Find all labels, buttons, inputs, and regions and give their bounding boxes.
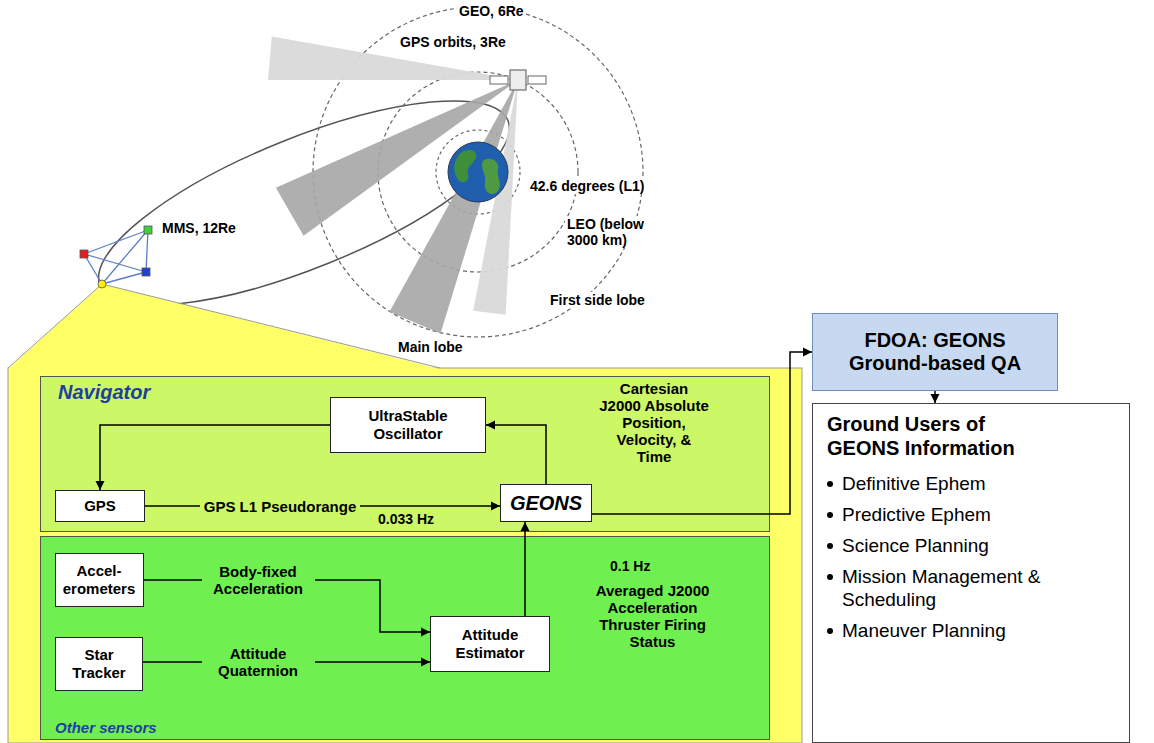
arrow-head: [931, 394, 940, 403]
connector: [96, 425, 331, 490]
main-lobe-beam: [390, 80, 519, 333]
list-item: Science Planning: [842, 534, 989, 557]
panel-title: Navigator: [58, 381, 150, 404]
diagram-label: MMS, 12Re: [160, 220, 238, 236]
bullet-dot: [827, 543, 833, 549]
box-text: Attitude Estimator: [436, 626, 544, 662]
arrow-head: [803, 348, 812, 357]
spacecraft-marker: [98, 280, 106, 288]
diagram-label: Main lobe: [396, 339, 465, 355]
connector: [592, 348, 812, 515]
arrow-head: [421, 658, 430, 667]
formation-line: [146, 230, 148, 272]
edge-label: Attitude Quaternion: [202, 644, 315, 680]
formation-line: [84, 254, 102, 284]
gps-receiver-box: GPS: [55, 490, 145, 522]
panel-title: Other sensors: [55, 719, 157, 736]
ground-users-box: Ground Users of GEONS InformationDefinit…: [812, 403, 1130, 743]
formation-line: [102, 272, 146, 284]
main-lobe-beam: [276, 80, 518, 236]
callout-edge: [102, 284, 440, 368]
earth-land: [454, 150, 476, 182]
earth-land: [482, 159, 500, 194]
arrow-head: [491, 502, 500, 511]
diagram-label: GPS orbits, 3Re: [398, 34, 508, 50]
connector-line: [100, 425, 330, 490]
bullet-row: Definitive Ephem: [827, 472, 1115, 495]
satellite-panel: [490, 76, 508, 84]
box-text: GPS: [84, 497, 116, 515]
sensors-panel-fill: [41, 537, 770, 740]
formation-line: [102, 230, 148, 284]
diagram-label: 42.6 degrees (L1): [528, 178, 646, 194]
callout-edge: [8, 284, 102, 368]
list-heading: Ground Users of GEONS Information: [827, 412, 1037, 460]
list-item: Predictive Ephem: [842, 503, 991, 526]
fdoa-box: FDOA: GEONS Ground-based QA: [812, 313, 1058, 391]
diagram-label: GEO, 6Re: [457, 3, 526, 19]
arrow-head: [521, 522, 530, 531]
connector: [931, 391, 940, 403]
satellite-panel: [528, 76, 546, 84]
connector-line: [524, 522, 526, 616]
list-item: Maneuver Planning: [842, 619, 1006, 642]
box-text: UltraStable Oscillator: [336, 407, 480, 443]
earth: [448, 142, 508, 202]
star-tracker-box: Star Tracker: [55, 637, 143, 691]
accelerometer-box: Accel- erometers: [55, 553, 144, 607]
box-text: Star Tracker: [61, 646, 137, 682]
connector: [521, 522, 530, 616]
box-text: GEONS: [510, 492, 582, 515]
spacecraft-marker: [80, 250, 88, 258]
bullet-row: Maneuver Planning: [827, 619, 1115, 642]
diagram-label: 0.1 Hz: [610, 558, 650, 574]
connector: [486, 421, 546, 485]
bullet-dot: [827, 481, 833, 487]
geons-box: GEONS: [500, 484, 592, 522]
arrow-head: [96, 481, 105, 490]
estimator-box: Attitude Estimator: [430, 616, 550, 672]
arrow-head: [421, 628, 430, 637]
box-text: FDOA: GEONS Ground-based QA: [838, 329, 1033, 375]
bullet-row: Science Planning: [827, 534, 1115, 557]
diagram-label: LEO (below 3000 km): [565, 216, 669, 248]
box-text: Accel- erometers: [61, 562, 138, 598]
diagram-label: First side lobe: [548, 292, 647, 308]
connector-line: [486, 425, 546, 484]
edge-label: GPS L1 Pseudorange: [200, 497, 361, 516]
callout-wedge: [8, 284, 440, 369]
connector-line: [592, 352, 812, 514]
arrow-head: [486, 421, 495, 430]
satellite-body: [510, 70, 526, 90]
navigator-panel-fill: [41, 377, 770, 532]
callout-panel: [8, 368, 802, 743]
list-item: Mission Management & Scheduling: [842, 565, 1047, 611]
edge-label: Cartesian J2000 Absolute Position, Veloc…: [598, 380, 710, 465]
bullet-dot: [827, 512, 833, 518]
bullet-row: Predictive Ephem: [827, 503, 1115, 526]
oscillator-box: UltraStable Oscillator: [330, 397, 486, 453]
spacecraft-marker: [144, 226, 152, 234]
edge-label: Body-fixed Acceleration: [202, 562, 315, 598]
bullet-dot: [827, 574, 833, 580]
bullet-dot: [827, 628, 833, 634]
diagram-label: 0.033 Hz: [378, 511, 434, 527]
bullet-row: Mission Management & Scheduling: [827, 565, 1115, 611]
list-item: Definitive Ephem: [842, 472, 986, 495]
spacecraft-marker: [142, 268, 150, 276]
edge-label: Averaged J2000 Acceleration Thruster Fir…: [585, 582, 720, 650]
panel-fills: [41, 377, 770, 740]
